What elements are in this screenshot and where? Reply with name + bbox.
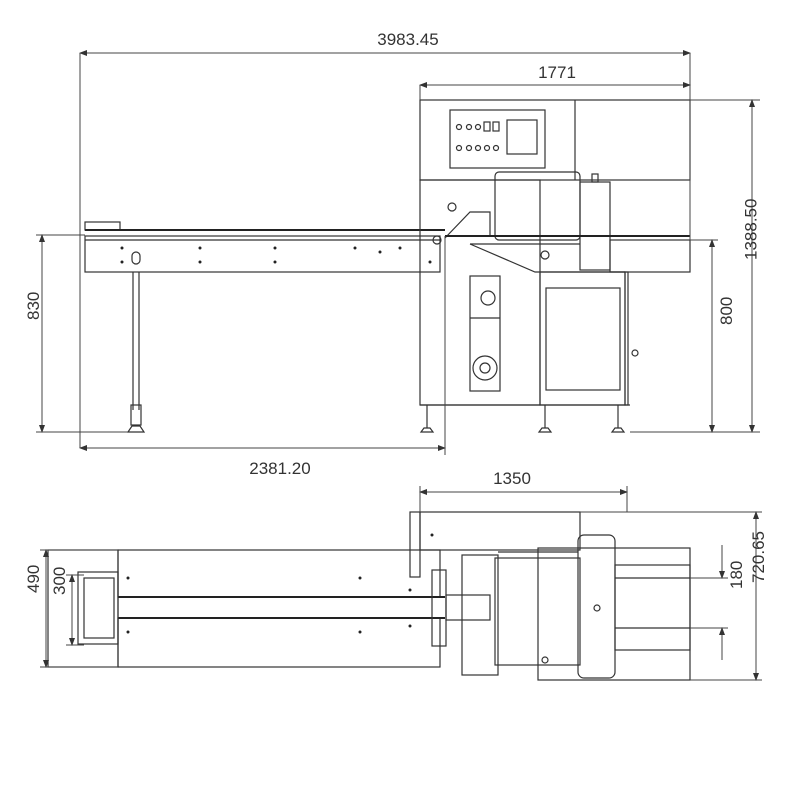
dim-infeed-inner-width: 300 (50, 567, 69, 595)
dim-overall-width: 720.65 (749, 531, 768, 583)
infeed-conveyor (84, 221, 445, 433)
main-body (419, 99, 691, 433)
dim-body-length: 1350 (493, 469, 531, 488)
dim-outfeed-width: 180 (727, 561, 746, 589)
front-view: 3983.45 1771 1388.50 800 830 2381.20 (24, 30, 760, 478)
cabinet-window (545, 287, 621, 391)
infeed-conveyor-top (47, 549, 447, 668)
dim-conveyor-height-right: 800 (717, 297, 736, 325)
main-body-top (409, 511, 691, 681)
top-dimensions (40, 486, 762, 681)
control-panel (449, 109, 546, 169)
dim-overall-height: 1388.50 (741, 199, 760, 260)
dim-main-body-length: 1771 (538, 63, 576, 82)
dim-overall-length: 3983.45 (377, 30, 438, 49)
front-dimensions (36, 50, 760, 455)
dim-infeed-width: 490 (24, 565, 43, 593)
dim-infeed-length: 2381.20 (249, 459, 310, 478)
dim-conveyor-height-left: 830 (24, 292, 43, 320)
top-view: 1350 490 300 180 720.65 (24, 469, 768, 681)
